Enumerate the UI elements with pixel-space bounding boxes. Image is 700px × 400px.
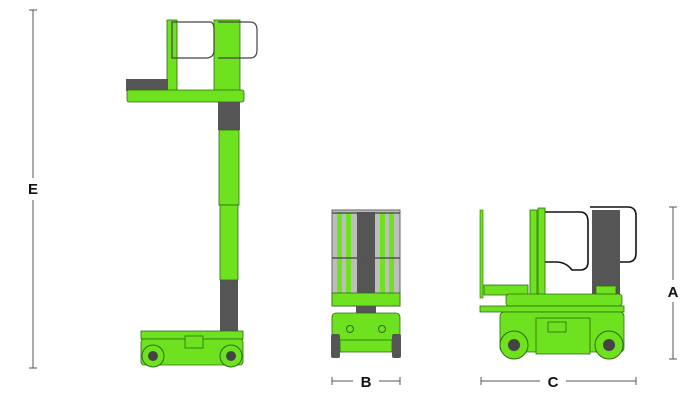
- dimension-b: B: [331, 374, 401, 391]
- dimension-a: A: [668, 206, 679, 360]
- wheel-right-hub: [226, 351, 236, 361]
- stowed-post-1: [529, 209, 538, 309]
- side-tray: [483, 284, 529, 296]
- tray: [126, 79, 168, 91]
- dimension-b-label: B: [361, 374, 372, 391]
- dimension-a-label: A: [668, 284, 679, 301]
- stowed-rail-loop-left: [543, 211, 589, 271]
- front-wheel-left: [331, 334, 340, 358]
- extended-lift-view: [126, 19, 258, 368]
- front-wheel-right: [392, 334, 401, 358]
- stowed-wheel-left-hub: [508, 339, 520, 351]
- wheel-left-hub: [148, 351, 158, 361]
- stowed-rail-loop-right: [590, 206, 637, 263]
- rail-post-right: [213, 19, 241, 93]
- platform: [126, 89, 245, 103]
- front-mast-neck: [356, 306, 376, 314]
- mast-segment-dark-bottom: [220, 280, 238, 332]
- dimension-c: C: [480, 374, 637, 391]
- rail-loop-left: [171, 21, 215, 59]
- stowed-mast: [592, 210, 620, 294]
- dimension-e-label: E: [28, 181, 38, 198]
- stowed-platform: [505, 293, 623, 307]
- base-panel: [184, 335, 204, 349]
- mast-segment-dark-top: [218, 102, 240, 130]
- stowed-wheel-right-hub: [603, 339, 615, 351]
- dimension-e: E: [28, 9, 38, 369]
- front-platform: [331, 292, 401, 307]
- mast-segment-1: [218, 129, 240, 206]
- mast-segment-2: [219, 204, 239, 281]
- stowed-post-2: [537, 207, 546, 309]
- rail-loop-right: [218, 21, 258, 59]
- dimension-c-label: C: [548, 374, 559, 391]
- front-view: [331, 209, 401, 358]
- stowed-side-view: [479, 206, 637, 360]
- rear-rail: [479, 209, 484, 299]
